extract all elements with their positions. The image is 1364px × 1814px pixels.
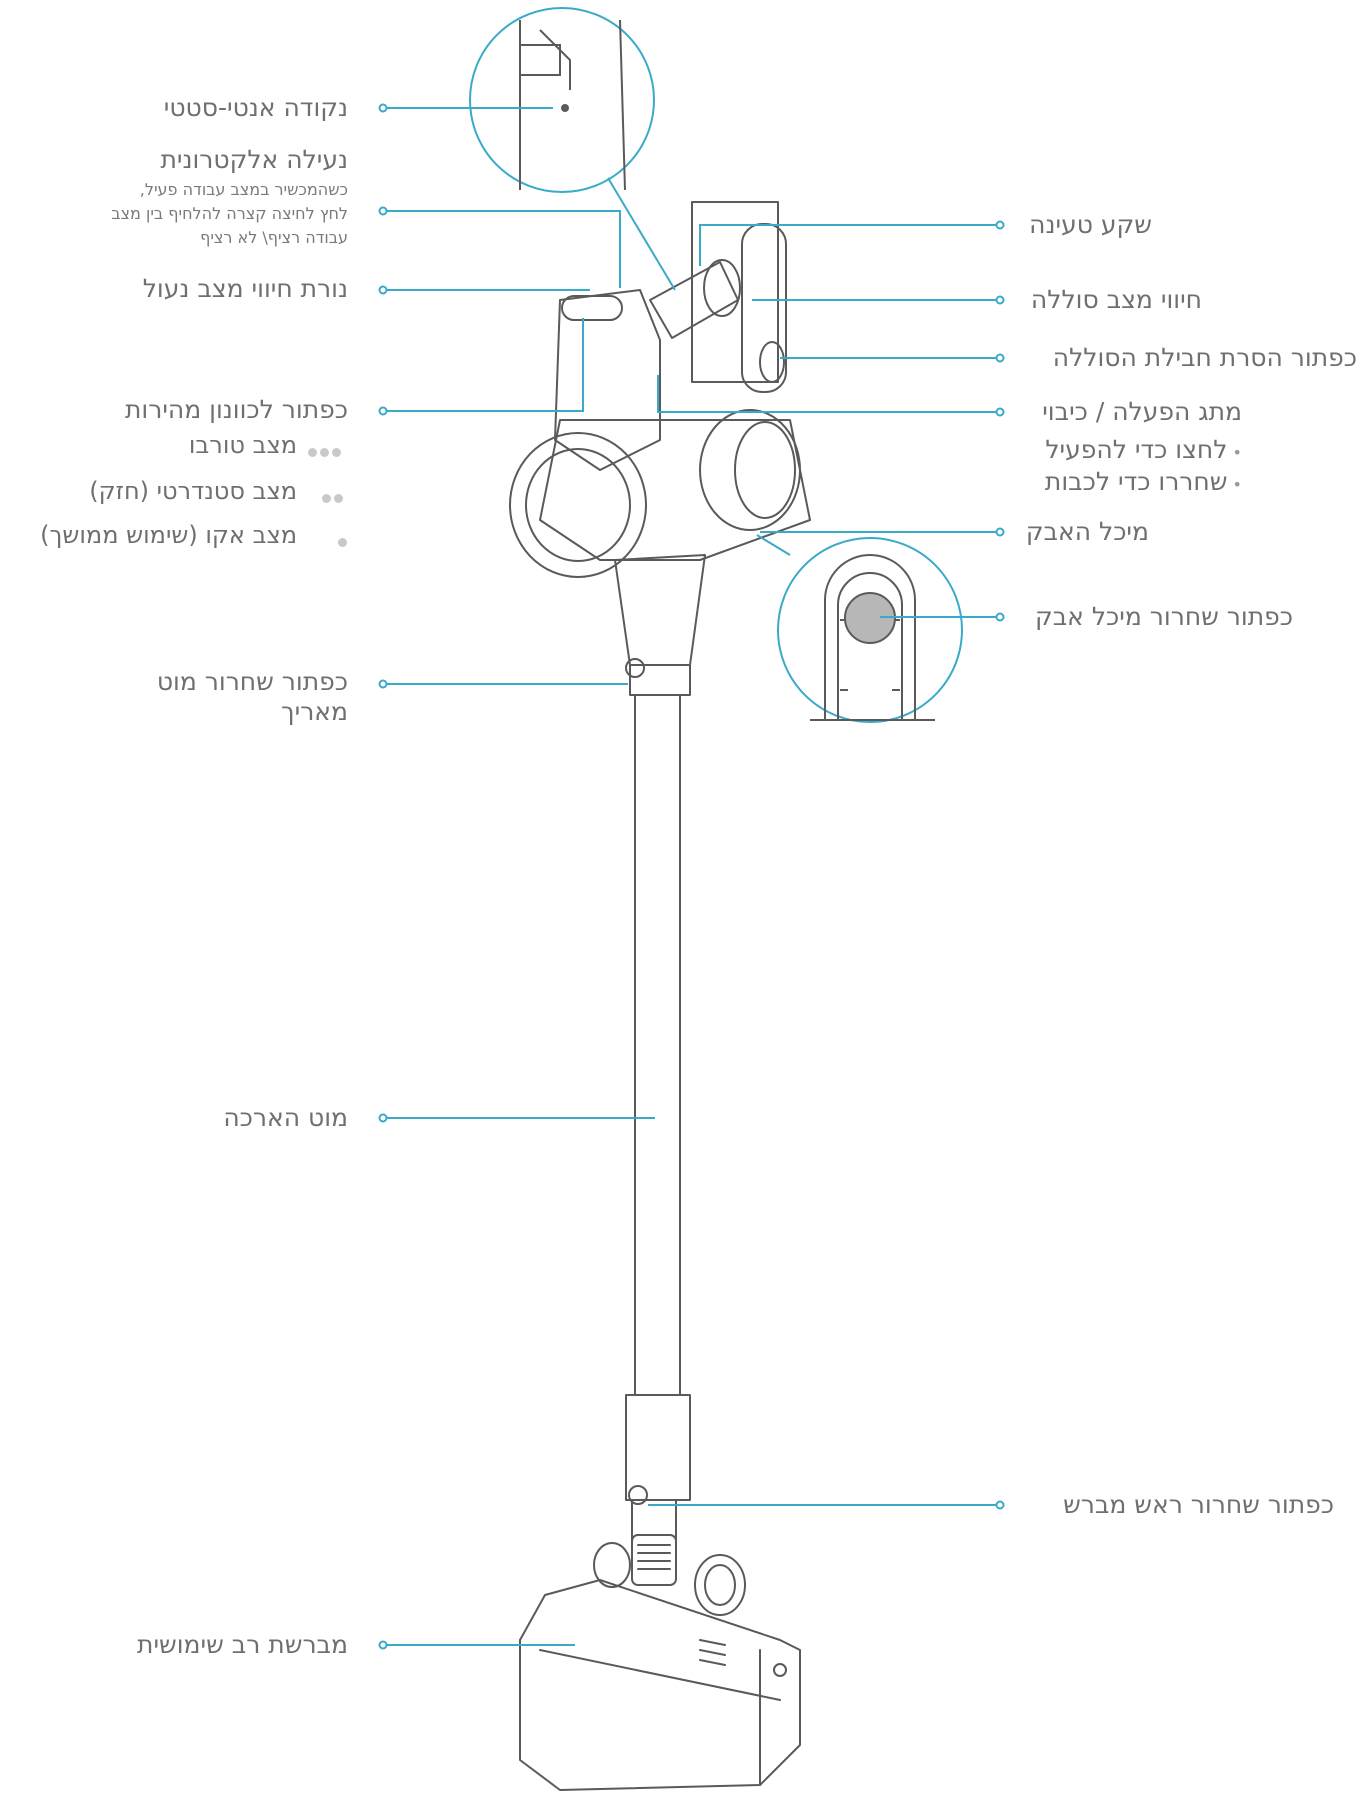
mode-dot xyxy=(332,448,341,457)
label-mode-standard: מצב סטנדרטי (חזק) xyxy=(89,477,297,505)
mode-dot xyxy=(338,538,347,547)
handle xyxy=(554,289,661,471)
eco-dots xyxy=(335,532,347,547)
mode-dot xyxy=(320,448,329,457)
label-rod-release-2: מאריך xyxy=(281,697,348,726)
spring-joint xyxy=(631,1534,677,1586)
leader-charging-port xyxy=(699,224,1000,266)
magnifier-anti-static xyxy=(469,7,655,193)
brush-wheel xyxy=(694,1554,746,1616)
turbo-dots xyxy=(305,442,341,457)
label-brush-release: כפתור שחרור ראש מברש xyxy=(1063,1490,1334,1519)
label-power-switch: מתג הפעלה / כיבוי xyxy=(1042,397,1242,426)
wall-mount xyxy=(691,201,779,383)
label-battery-indicator: חיווי מצב סוללה xyxy=(1030,285,1202,314)
battery-release-button xyxy=(759,341,785,383)
brush-head xyxy=(519,1579,801,1791)
label-mode-turbo: מצב טורבו xyxy=(188,431,297,459)
neck xyxy=(614,554,706,666)
standard-dots xyxy=(319,488,343,503)
label-battery-release: כפתור הסרת חבילת הסוללה xyxy=(1052,343,1357,372)
filter-cylinder xyxy=(699,409,801,531)
label-electronic-lock-desc-2: לחץ לחיצה קצרה להלחיף בין מצב xyxy=(111,204,348,223)
magnifier-dust-release xyxy=(777,537,963,723)
brush-release-button xyxy=(628,1485,648,1505)
label-electronic-lock-desc-3: עבודה רציף\ לא רציף xyxy=(200,228,348,247)
leader-speed-button xyxy=(383,318,584,412)
extension-tube xyxy=(634,694,681,1396)
handle-display xyxy=(561,295,623,321)
label-press-on: לחצו כדי להפעיל xyxy=(1045,435,1242,465)
label-dust-bin: מיכל האבק xyxy=(1025,517,1149,546)
label-extension-rod: מוט הארכה xyxy=(223,1103,348,1132)
motor-body xyxy=(539,419,811,561)
label-multi-brush: מברשת רב שימושית xyxy=(137,1630,348,1659)
label-lock-indicator: נורת חיווי מצב נעול xyxy=(142,274,348,303)
label-electronic-lock-desc-1: כשהמכשיר במצב עבודה פעיל, xyxy=(139,180,348,199)
lower-tube xyxy=(625,1394,691,1501)
mode-dot xyxy=(322,494,331,503)
rod-release-button xyxy=(625,658,645,678)
label-release-off: שחררו כדי לכבות xyxy=(1045,467,1242,497)
leader-electronic-lock xyxy=(383,210,621,288)
battery-pack xyxy=(741,223,787,393)
leader-power-switch xyxy=(657,375,1000,413)
label-dust-bin-release: כפתור שחרור מיכל אבק xyxy=(1034,602,1293,631)
charging-connector xyxy=(649,261,739,339)
label-mode-eco: מצב אקו (שימוש ממושך) xyxy=(40,521,297,549)
label-speed-button: כפתור לכוונון מהירות xyxy=(124,395,348,424)
label-electronic-lock-title: נעילה אלקטרונית xyxy=(160,145,348,174)
mode-dot xyxy=(308,448,317,457)
cyclone-front xyxy=(509,432,647,578)
label-rod-release-1: כפתור שחרור מוט xyxy=(156,667,348,696)
label-charging-port: שקע טעינה xyxy=(1029,210,1152,239)
label-anti-static: נקודה אנטי-סטטי xyxy=(163,93,348,122)
mode-dot xyxy=(334,494,343,503)
